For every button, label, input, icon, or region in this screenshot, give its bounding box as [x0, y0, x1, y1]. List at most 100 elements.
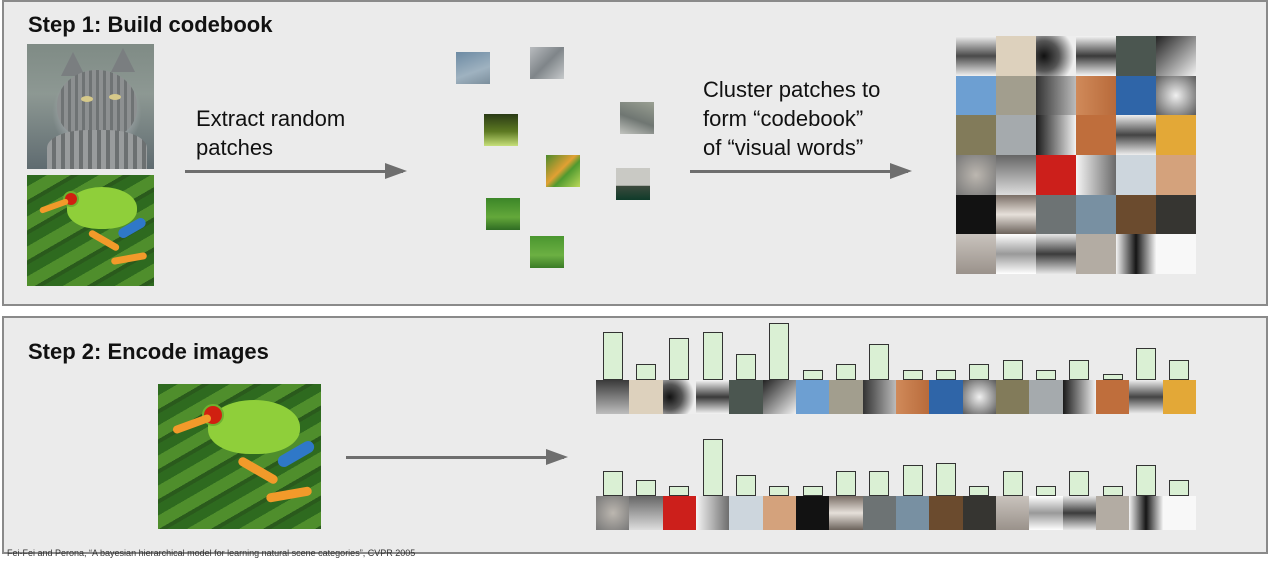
histogram-bar: [702, 332, 723, 380]
histogram-bar: [1069, 360, 1090, 380]
codeword-cell: [956, 36, 996, 76]
image-patch: [620, 102, 654, 134]
histogram-codeword: [796, 380, 830, 414]
histogram-bar: [869, 471, 890, 496]
extract-arrow-icon: [185, 163, 407, 179]
image-patch: [484, 114, 518, 146]
codeword-cell: [956, 234, 996, 274]
histogram-bar: [1102, 486, 1123, 496]
histogram-codeword: [762, 380, 797, 414]
image-patch: [530, 236, 564, 268]
histogram-bar: [969, 364, 990, 380]
histogram-codeword: [829, 380, 864, 414]
histogram-bar: [1169, 480, 1190, 496]
histogram-codeword: [629, 496, 664, 530]
histogram-bar: [969, 486, 990, 496]
histogram-bar: [836, 471, 856, 496]
codeword-cell: [1116, 234, 1156, 274]
codeword-cell: [956, 194, 996, 235]
image-patch: [456, 52, 490, 84]
histogram-bars: [596, 438, 1196, 496]
histogram-bar: [936, 463, 956, 496]
histogram-codeword: [1162, 496, 1197, 530]
histogram-bar: [902, 465, 923, 496]
histogram-codewords: [596, 380, 1197, 414]
image-patch: [546, 155, 580, 187]
encode-frog-photo: [158, 384, 321, 529]
codeword-cell: [1156, 115, 1196, 155]
histogram-bar: [802, 370, 823, 380]
histogram-codeword: [962, 380, 997, 414]
codeword-cell: [1156, 194, 1196, 235]
histogram-bar: [636, 480, 656, 496]
histogram-codeword: [962, 496, 997, 530]
histogram-codeword: [1162, 380, 1197, 414]
histogram-codeword: [996, 496, 1030, 530]
histogram-codeword: [1096, 496, 1130, 530]
cluster-arrow-icon: [690, 163, 912, 179]
histogram-codeword: [1129, 496, 1164, 530]
codeword-cell: [1116, 155, 1156, 195]
codeword-cell: [1156, 75, 1196, 116]
histogram-codeword: [662, 380, 697, 414]
codebook-grid: [956, 36, 1196, 274]
histogram-codeword: [929, 496, 964, 530]
image-patch: [530, 47, 564, 79]
histogram-codeword: [896, 496, 930, 530]
codeword-cell: [1036, 155, 1076, 195]
codeword-cell: [1036, 194, 1076, 235]
histogram-codeword: [1029, 380, 1064, 414]
step2-title: Step 2: Encode images: [28, 339, 269, 364]
codeword-cell: [1076, 75, 1116, 116]
histogram-codeword: [829, 496, 864, 530]
codeword-cell: [996, 36, 1036, 76]
histogram-codeword: [596, 380, 630, 414]
histogram-codeword: [996, 380, 1030, 414]
codeword-cell: [996, 194, 1036, 235]
histogram-codewords: [596, 496, 1197, 530]
codeword-cell: [1036, 234, 1076, 274]
histogram-bar: [1136, 465, 1156, 496]
histogram-bar: [736, 475, 756, 496]
histogram-bar: [1002, 360, 1023, 380]
histogram-codeword: [596, 496, 630, 530]
histogram-bar: [769, 486, 790, 496]
histogram-codeword: [862, 380, 897, 414]
histogram-bar: [702, 439, 723, 496]
codeword-cell: [996, 75, 1036, 116]
histogram-codeword: [762, 496, 797, 530]
histogram-bar: [602, 332, 623, 380]
histogram-codeword: [696, 380, 730, 414]
histogram-bar: [1069, 471, 1090, 496]
codeword-cell: [996, 155, 1036, 195]
histogram-bar: [1036, 370, 1056, 380]
histogram-bar: [602, 471, 623, 496]
histogram-codeword: [862, 496, 897, 530]
histogram-codeword: [1062, 496, 1097, 530]
codeword-cell: [1076, 234, 1116, 274]
histogram-bar: [1036, 486, 1056, 496]
histogram-bar: [836, 364, 856, 380]
histogram-bar: [669, 486, 690, 496]
codeword-cell: [1116, 194, 1156, 235]
cat-photo: [27, 44, 154, 169]
codeword-cell: [996, 115, 1036, 155]
histogram-bar: [802, 486, 823, 496]
histogram-bar: [1136, 348, 1156, 380]
histogram-codeword: [1129, 380, 1164, 414]
histogram-bar: [636, 364, 656, 380]
step1-title: Step 1: Build codebook: [28, 12, 273, 37]
codeword-cell: [1116, 115, 1156, 155]
codeword-cell: [1036, 36, 1076, 76]
histogram-codeword: [896, 380, 930, 414]
codeword-cell: [1036, 115, 1076, 155]
codeword-cell: [1156, 36, 1196, 76]
histogram-bars: [596, 322, 1196, 380]
histogram-codeword: [696, 496, 730, 530]
codeword-cell: [996, 234, 1036, 274]
histogram-codeword: [1096, 380, 1130, 414]
codeword-cell: [1076, 155, 1116, 195]
histogram-bar: [1102, 374, 1123, 380]
codeword-cell: [1116, 36, 1156, 76]
histogram-bottom: [596, 438, 1197, 530]
